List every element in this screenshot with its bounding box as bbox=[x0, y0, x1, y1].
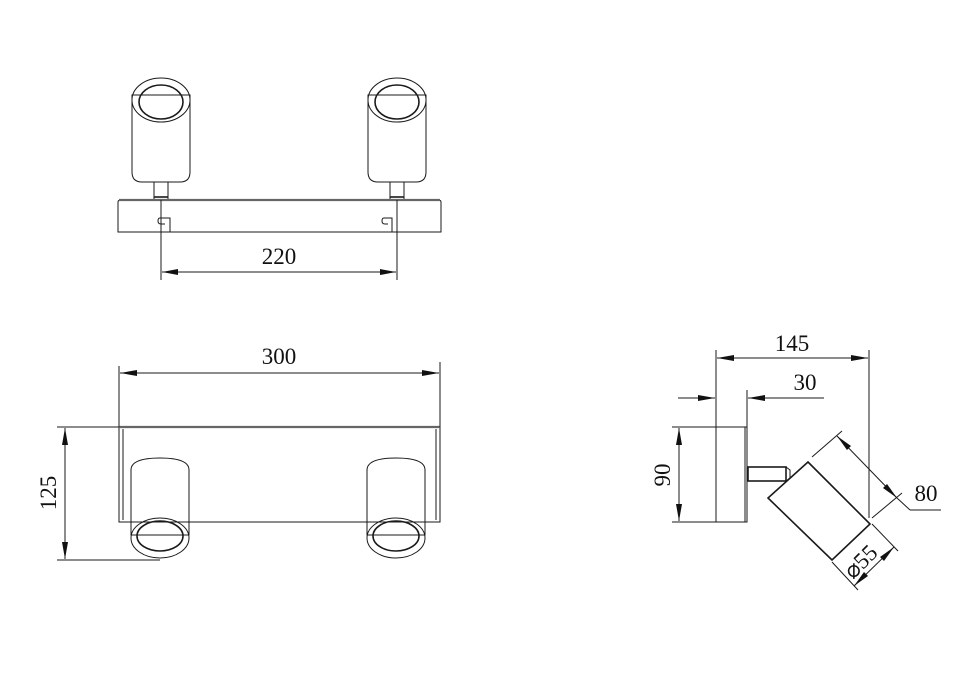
dimension-label-80: 80 bbox=[915, 481, 938, 506]
dimension-90: 90 bbox=[650, 426, 745, 523]
dimension-30: 30 bbox=[678, 370, 824, 427]
spotlight-head-front-left bbox=[130, 457, 190, 559]
spotlight-head-front-right bbox=[366, 457, 426, 559]
top-view: 220 bbox=[117, 77, 442, 280]
side-view: 145 30 90 80 bbox=[650, 331, 941, 591]
dimension-300: 300 bbox=[118, 344, 441, 427]
dimension-label-90: 90 bbox=[650, 464, 675, 487]
mounting-bar-top bbox=[117, 198, 442, 233]
dimension-80: 80 bbox=[811, 430, 941, 519]
dimension-label-220: 220 bbox=[262, 244, 297, 269]
dimension-diameter-55: ⌀55 bbox=[831, 523, 899, 591]
dimension-label-300: 300 bbox=[262, 344, 297, 369]
stem-side bbox=[747, 466, 791, 482]
dimension-label-125: 125 bbox=[36, 476, 61, 511]
spotlight-head-side bbox=[766, 460, 872, 562]
mounting-plate-front bbox=[118, 425, 441, 523]
dimension-145: 145 bbox=[715, 331, 870, 522]
dimension-label-30: 30 bbox=[794, 370, 817, 395]
dimension-125: 125 bbox=[36, 426, 160, 561]
dimension-220: 220 bbox=[160, 200, 398, 280]
spotlight-head-right bbox=[367, 77, 427, 201]
front-view: 300 125 bbox=[36, 344, 441, 561]
mounting-plate-side bbox=[715, 426, 748, 523]
spotlight-head-left bbox=[131, 77, 191, 201]
dimension-label-145: 145 bbox=[775, 331, 810, 356]
